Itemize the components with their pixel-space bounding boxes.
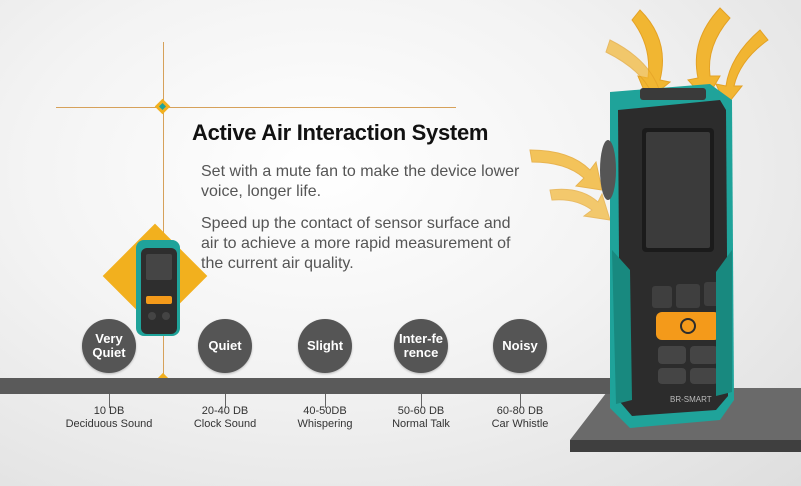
level-db: 10 DB [93, 405, 125, 417]
level-db: 60-80 DB [496, 405, 544, 417]
level-label: Noisy [502, 338, 538, 353]
level-db: 20-40 DB [201, 405, 249, 417]
guide-line-horizontal [56, 107, 456, 108]
level-tick [325, 394, 326, 408]
level-tick [225, 394, 226, 408]
level-example: Deciduous Sound [65, 418, 153, 430]
level-label: Inter-ference [398, 331, 444, 360]
level-tick [421, 394, 422, 408]
level-example: Normal Talk [392, 418, 450, 430]
small-device-illustration [136, 240, 180, 336]
level-slight: Slight [298, 319, 352, 373]
level-very-quiet: Very Quiet [82, 319, 136, 373]
device-brand-label: BR-SMART [670, 395, 712, 404]
level-db: 40-50DB [303, 405, 347, 417]
level-example: Car Whistle [491, 418, 549, 430]
noise-level-track [0, 378, 610, 394]
level-example: Clock Sound [193, 418, 257, 430]
level-example: Whispering [297, 418, 353, 430]
level-label: Very Quiet [92, 331, 126, 360]
level-noisy: Noisy [493, 319, 547, 373]
level-label: Quiet [208, 338, 242, 353]
level-tick [520, 394, 521, 408]
air-quality-device-illustration: BR-SMART [529, 7, 769, 428]
level-interference: Inter-ference [394, 319, 448, 373]
level-db: 50-60 DB [397, 405, 445, 417]
description-paragraph-1: Set with a mute fan to make the device l… [201, 163, 520, 200]
guide-line-vertical [163, 42, 164, 382]
level-quiet: Quiet [198, 319, 252, 373]
headline: Active Air Interaction System [192, 120, 489, 145]
level-tick [109, 394, 110, 408]
description-paragraph-2: Speed up the contact of sensor surface a… [201, 215, 511, 272]
level-label: Slight [306, 338, 344, 353]
